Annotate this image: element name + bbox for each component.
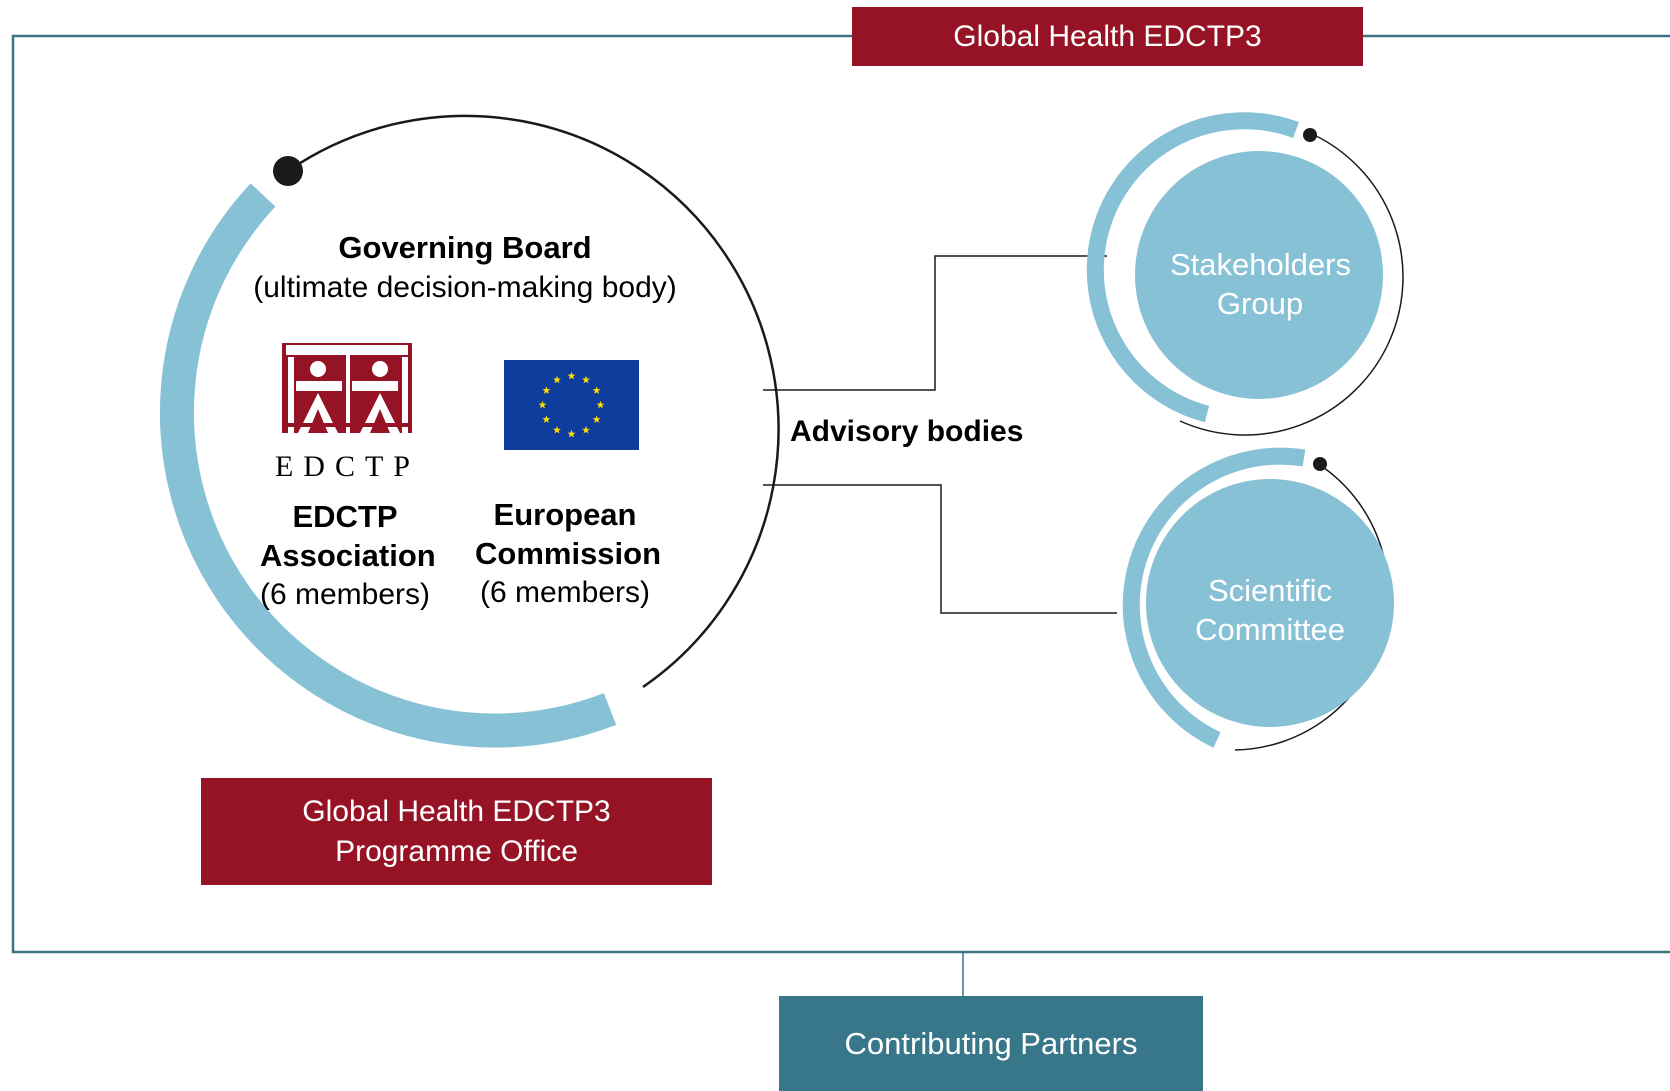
eu-star — [553, 425, 561, 434]
programme-office-box: Global Health EDCTP3 Programme Office — [201, 778, 712, 885]
scientific-committee-text: Scientific Committee — [1195, 573, 1345, 647]
governing-board-outline — [287, 114, 780, 689]
programme-office-line1: Global Health EDCTP3 — [302, 794, 611, 828]
scientific-ring — [1122, 447, 1306, 748]
european-commission-members: (6 members) — [479, 576, 651, 609]
eu-star — [582, 375, 590, 384]
stakeholders-bubble — [1135, 151, 1383, 399]
eu-star — [596, 400, 605, 409]
contributing-partners-label: Contributing Partners — [844, 1025, 1138, 1061]
edctp-wordmark: EDCTP — [274, 450, 420, 483]
programme-office-line2: Programme Office — [335, 834, 578, 868]
eu-star — [553, 375, 561, 384]
scientific-committee-label: Scientific Committee — [1120, 571, 1420, 649]
connector-scientific — [763, 484, 1117, 614]
governing-board-title: Governing Board — [338, 230, 592, 265]
eu-star — [592, 415, 601, 423]
edctp-association-name-text: EDCTP Association — [260, 499, 436, 573]
scientific-dot — [1313, 457, 1327, 471]
edctp-logo-icon — [282, 343, 412, 433]
governing-board-dot — [273, 156, 303, 186]
stakeholders-outline — [1179, 132, 1404, 436]
eu-flag-icon — [504, 360, 639, 450]
eu-star — [582, 425, 590, 434]
top-banner: Global Health EDCTP3 — [852, 7, 1363, 66]
scientific-bubble — [1146, 479, 1394, 727]
european-commission-name: European Commission — [450, 495, 680, 573]
stakeholders-dot — [1303, 128, 1317, 142]
eu-star — [538, 400, 547, 409]
stakeholders-ring — [1086, 112, 1299, 423]
contributing-partners-box: Contributing Partners — [779, 996, 1203, 1091]
eu-star — [542, 415, 551, 423]
european-commission-name-text: European Commission — [475, 497, 662, 571]
edctp-association-name: EDCTP Association — [230, 497, 460, 575]
edctp-association-members: (6 members) — [259, 578, 431, 611]
stakeholders-group-label: Stakeholders Group — [1110, 245, 1410, 323]
governing-board-subtitle: (ultimate decision-making body) — [253, 271, 677, 304]
eu-star — [542, 386, 551, 394]
outer-frame — [11, 34, 1670, 954]
connector-stakeholders — [763, 255, 1107, 391]
eu-star — [567, 429, 576, 438]
eu-star — [592, 386, 601, 394]
stakeholders-group-text: Stakeholders Group — [1170, 247, 1351, 321]
governing-board-ring — [159, 183, 617, 748]
advisory-bodies-label: Advisory bodies — [790, 415, 1024, 448]
eu-star — [567, 371, 576, 380]
top-banner-label: Global Health EDCTP3 — [953, 19, 1262, 53]
